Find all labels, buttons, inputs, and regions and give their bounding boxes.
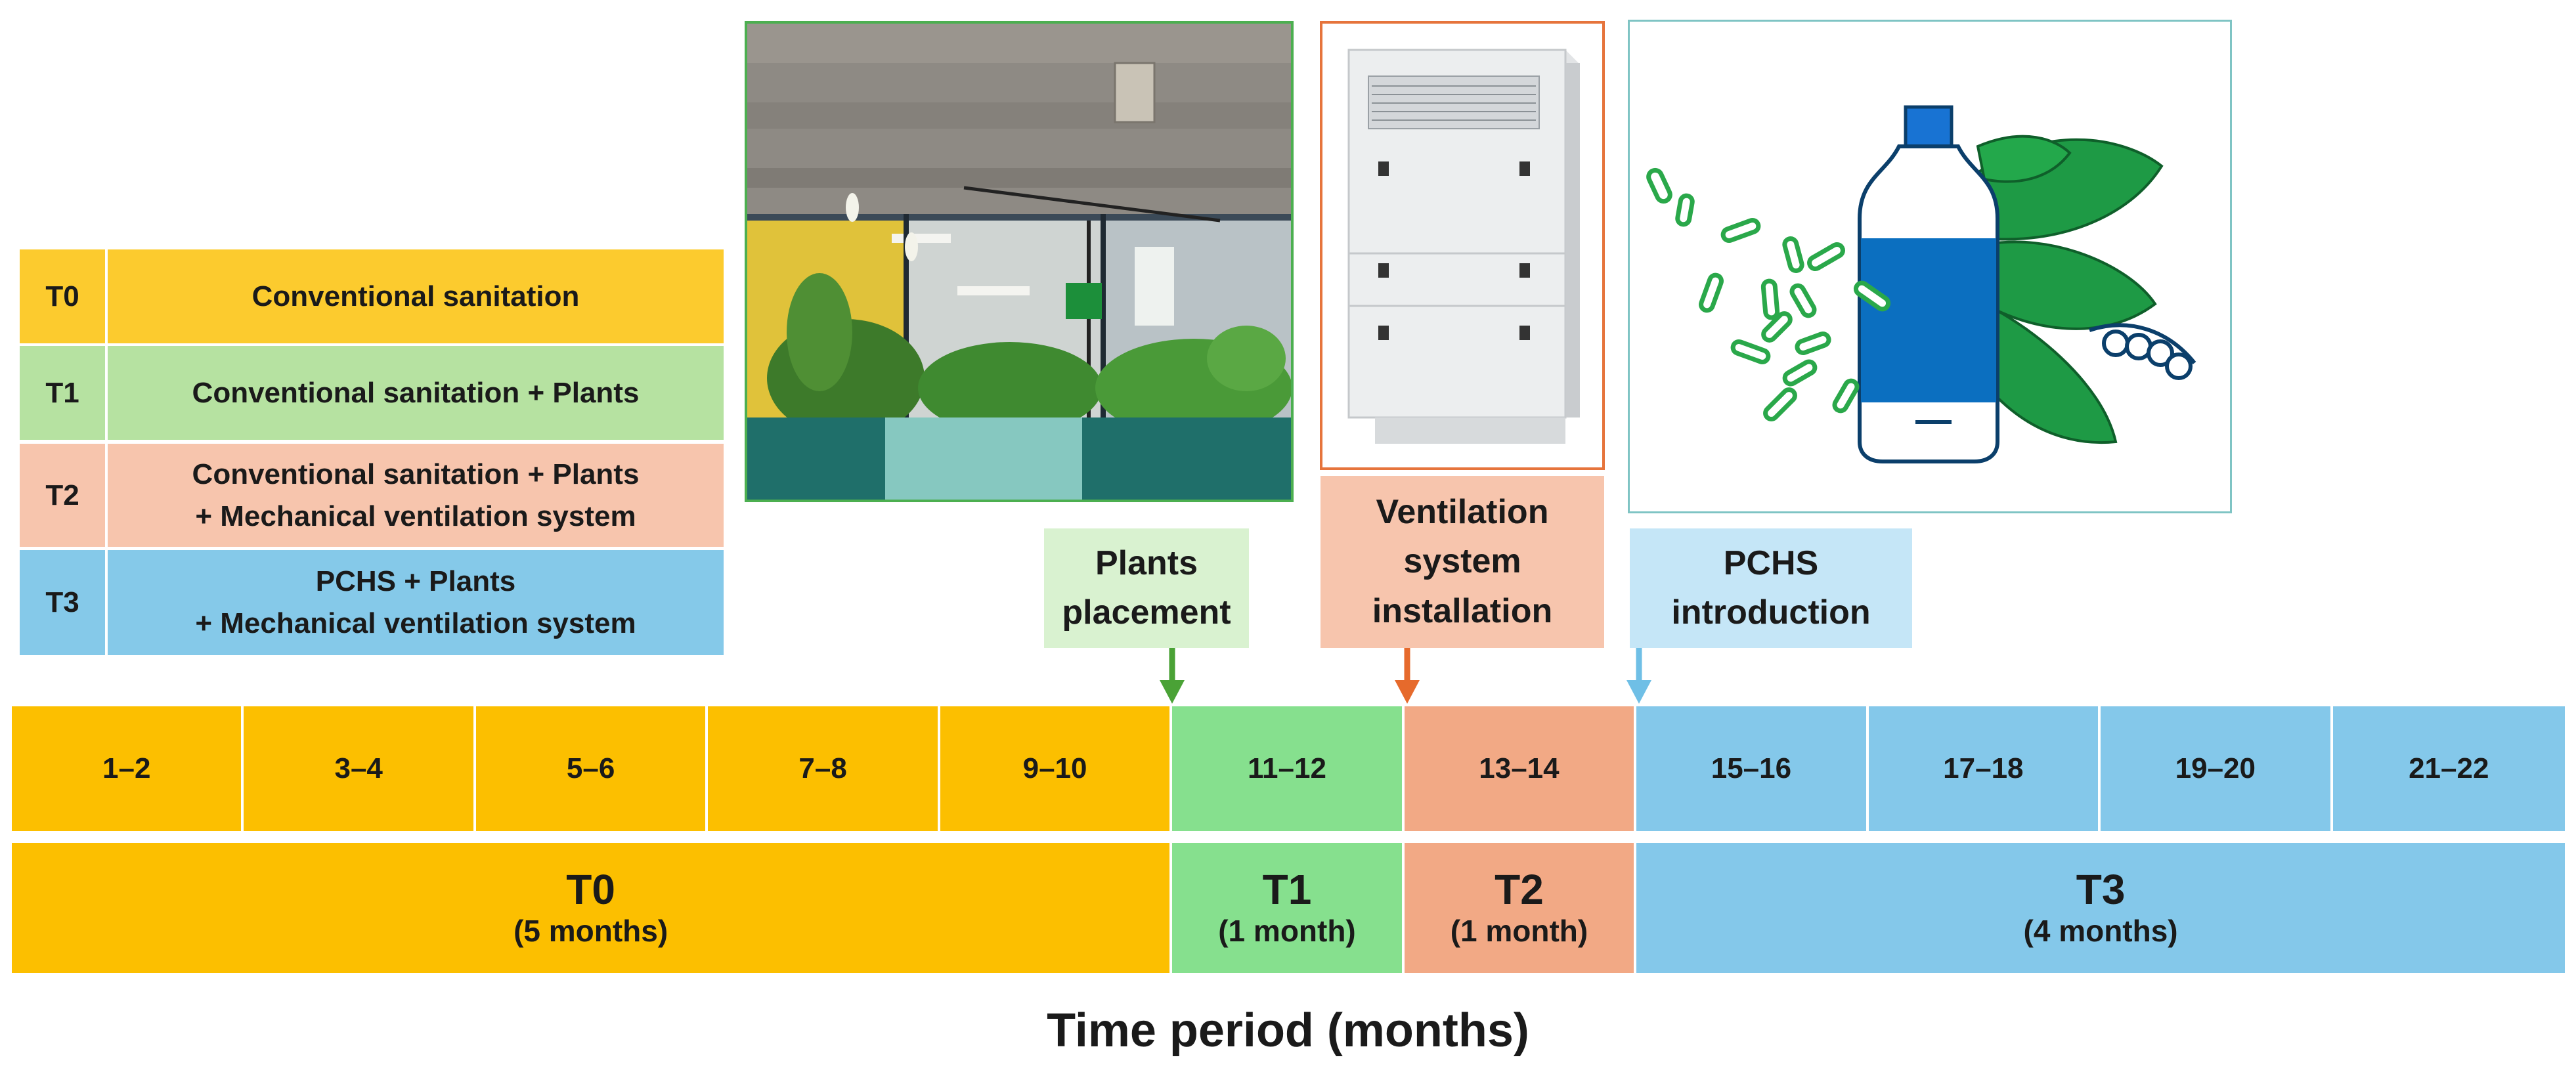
legend-description-t2: Conventional sanitation + Plants + Mecha… bbox=[108, 444, 724, 547]
plants-arrow bbox=[1160, 648, 1185, 704]
plants-photo bbox=[745, 21, 1294, 502]
phase-name: T3 bbox=[2076, 866, 2126, 914]
ventilation-unit-illustration bbox=[1322, 24, 1602, 467]
legend-code-t0: T0 bbox=[20, 249, 105, 343]
month-cell: 13–14 bbox=[1404, 706, 1634, 831]
phase-name: T0 bbox=[566, 866, 615, 914]
phase-t3: T3(4 months) bbox=[1636, 843, 2565, 973]
legend-code-t2: T2 bbox=[20, 444, 105, 547]
month-cell: 21–22 bbox=[2332, 706, 2565, 831]
phase-duration: (5 months) bbox=[513, 913, 668, 948]
month-cell: 15–16 bbox=[1636, 706, 1866, 831]
pchs-introduction-callout: PCHS introduction bbox=[1630, 528, 1912, 648]
month-cell: 19–20 bbox=[2101, 706, 2330, 831]
phase-t1: T1(1 month) bbox=[1172, 843, 1402, 973]
month-cell: 17–18 bbox=[1868, 706, 2099, 831]
phase-t0: T0(5 months) bbox=[12, 843, 1170, 973]
month-cell: 3–4 bbox=[244, 706, 473, 831]
phase-duration: (4 months) bbox=[2023, 913, 2178, 948]
month-cell: 5–6 bbox=[475, 706, 706, 831]
month-cell: 7–8 bbox=[708, 706, 938, 831]
month-cell: 11–12 bbox=[1172, 706, 1402, 831]
phase-t2: T2(1 month) bbox=[1404, 843, 1634, 973]
legend-description-t1: Conventional sanitation + Plants bbox=[108, 346, 724, 440]
probiotic-cleaner-bottle-illustration bbox=[1646, 105, 2196, 463]
month-cell: 9–10 bbox=[940, 706, 1170, 831]
ventilation-installation-callout: Ventilation system installation bbox=[1321, 476, 1604, 648]
legend-description-t0: Conventional sanitation bbox=[108, 249, 724, 343]
ventilation-arrow bbox=[1395, 648, 1420, 704]
pchs-arrow bbox=[1626, 648, 1651, 704]
phase-name: T1 bbox=[1262, 866, 1312, 914]
time-axis-label: Time period (months) bbox=[1047, 1004, 1529, 1057]
legend-code-t3: T3 bbox=[20, 550, 105, 655]
phase-duration: (1 month) bbox=[1450, 913, 1588, 948]
ventilation-unit-photo bbox=[1320, 21, 1605, 470]
month-cell: 1–2 bbox=[12, 706, 242, 831]
phase-duration: (1 month) bbox=[1218, 913, 1356, 948]
legend-description-t3: PCHS + Plants + Mechanical ventilation s… bbox=[108, 550, 724, 655]
office-plants-illustration bbox=[747, 24, 1291, 500]
phase-name: T2 bbox=[1495, 866, 1544, 914]
legend-code-t1: T1 bbox=[20, 346, 105, 440]
plants-placement-callout: Plants placement bbox=[1044, 528, 1249, 648]
pchs-illustration bbox=[1628, 20, 2232, 513]
